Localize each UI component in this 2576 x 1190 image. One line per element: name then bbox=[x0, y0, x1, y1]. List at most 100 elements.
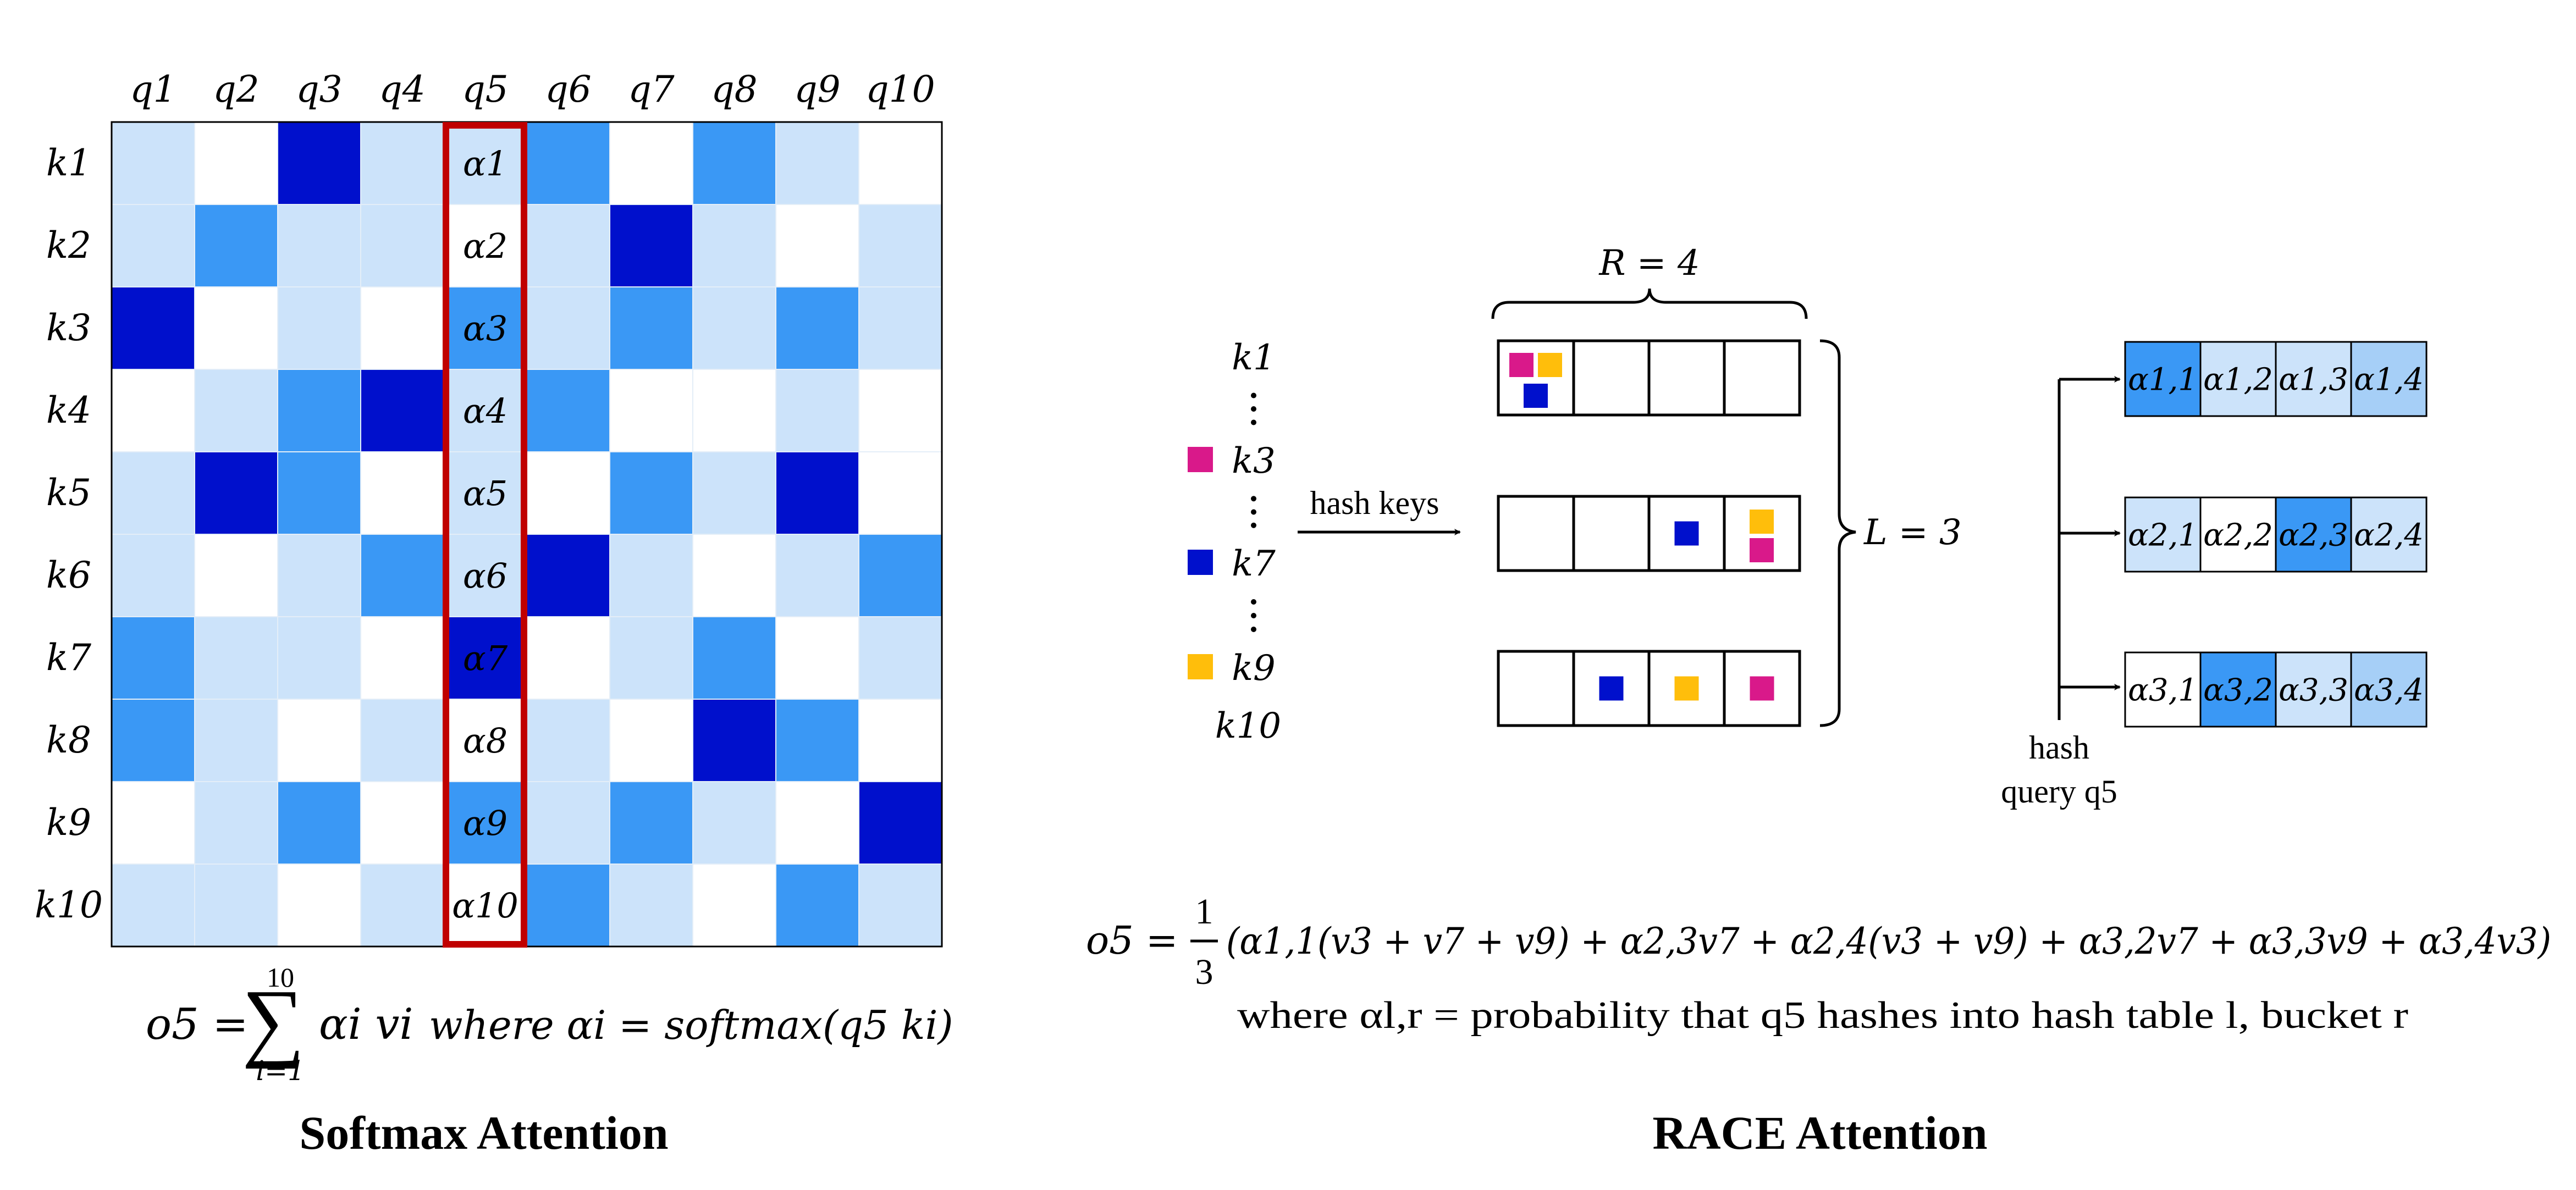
matrix-cell bbox=[360, 699, 444, 782]
matrix-cell bbox=[858, 121, 942, 205]
alpha-cell-label: α1,2 bbox=[2203, 362, 2273, 398]
matrix-cell bbox=[609, 534, 693, 617]
matrix-cell bbox=[277, 781, 361, 865]
alpha-cell bbox=[2350, 341, 2428, 417]
key-label: k8 bbox=[46, 719, 91, 761]
matrix-cell bbox=[609, 451, 693, 535]
l-brace bbox=[1819, 339, 1856, 727]
matrix-cell bbox=[194, 121, 278, 205]
matrix-cell bbox=[775, 534, 859, 617]
yellow-bucket-marker bbox=[1674, 676, 1699, 701]
matrix-cell bbox=[277, 616, 361, 700]
matrix-cell bbox=[526, 451, 610, 535]
matrix-cell bbox=[111, 286, 195, 370]
matrix-cell bbox=[692, 781, 776, 865]
ellipsis-dot bbox=[1251, 509, 1256, 515]
race-key-label: k9 bbox=[1232, 648, 1276, 689]
race-formula-numerator: 1 bbox=[1195, 892, 1213, 932]
matrix-cell bbox=[526, 286, 610, 370]
matrix-cell bbox=[858, 204, 942, 287]
matrix-cell bbox=[692, 369, 776, 452]
matrix-cell bbox=[692, 451, 776, 535]
matrix-cell bbox=[277, 864, 361, 947]
matrix-cell bbox=[360, 534, 444, 617]
matrix-cell bbox=[858, 369, 942, 452]
matrix-cell bbox=[609, 616, 693, 700]
alpha-cell-label: α2,4 bbox=[2354, 518, 2424, 554]
query-label: q10 bbox=[865, 68, 935, 110]
matrix-cell bbox=[194, 864, 278, 947]
matrix-cell bbox=[194, 616, 278, 700]
matrix-cell bbox=[443, 451, 527, 535]
alpha-cell bbox=[2199, 651, 2277, 728]
race-key-label: k3 bbox=[1232, 441, 1276, 481]
matrix-cell bbox=[526, 534, 610, 617]
key-label: k3 bbox=[46, 307, 91, 349]
matrix-cell bbox=[858, 616, 942, 700]
alpha-cell bbox=[2350, 651, 2428, 728]
matrix-cell bbox=[111, 451, 195, 535]
sum-upper-limit: 10 bbox=[267, 962, 294, 993]
race-formula-lhs: o5 = bbox=[1086, 918, 1178, 963]
alpha-cell bbox=[2124, 496, 2202, 573]
hash-bucket bbox=[1497, 495, 1575, 572]
key-label: k7 bbox=[46, 636, 91, 679]
matrix-cell bbox=[277, 286, 361, 370]
alpha-label: α5 bbox=[463, 473, 508, 513]
matrix-cell bbox=[692, 864, 776, 947]
yellow-bucket-marker bbox=[1538, 353, 1562, 377]
key-label: k10 bbox=[35, 884, 103, 926]
matrix-cell bbox=[609, 864, 693, 947]
matrix-cell bbox=[692, 204, 776, 287]
matrix-cell bbox=[609, 204, 693, 287]
query-label: q9 bbox=[794, 68, 840, 110]
matrix-cell bbox=[111, 781, 195, 865]
key-label: k2 bbox=[46, 224, 91, 267]
magenta-bucket-marker bbox=[1750, 538, 1774, 562]
alpha-label: α6 bbox=[463, 556, 508, 596]
race-key-label: k1 bbox=[1232, 337, 1276, 378]
matrix-cell bbox=[360, 451, 444, 535]
matrix-cell bbox=[858, 286, 942, 370]
race-key-label: k7 bbox=[1232, 544, 1276, 584]
matrix-cell bbox=[775, 369, 859, 452]
key-label: k5 bbox=[46, 472, 91, 514]
alpha-label: α7 bbox=[463, 638, 508, 678]
matrix-cell bbox=[775, 451, 859, 535]
matrix-cell bbox=[111, 864, 195, 947]
hash-tables bbox=[1497, 339, 1801, 727]
blue-bucket-marker bbox=[1524, 384, 1548, 408]
query-label: q3 bbox=[296, 68, 342, 110]
softmax-formula-lhs: o5 = bbox=[146, 1000, 249, 1049]
matrix-cell bbox=[609, 121, 693, 205]
hash-bucket bbox=[1572, 339, 1651, 417]
matrix-cell bbox=[194, 286, 278, 370]
alpha-cell-label: α2,2 bbox=[2203, 518, 2273, 554]
alpha-label: α8 bbox=[463, 721, 508, 761]
ellipsis-dot bbox=[1251, 406, 1256, 412]
race-formula: o5 = 1 3 (α1,1(v3 + v7 + v9) + α2,3v7 + … bbox=[1086, 892, 2551, 1037]
matrix-cell bbox=[194, 369, 278, 452]
sum-lower-limit: i=1 bbox=[256, 1055, 305, 1087]
matrix-cell bbox=[858, 699, 942, 782]
yellow-key-marker bbox=[1188, 654, 1213, 679]
matrix-cell bbox=[858, 451, 942, 535]
key-label: k1 bbox=[46, 142, 91, 184]
matrix-cell bbox=[443, 864, 527, 947]
alpha-label: α2 bbox=[463, 226, 508, 266]
matrix-cell bbox=[858, 534, 942, 617]
matrix-cell bbox=[526, 204, 610, 287]
matrix-cell bbox=[775, 781, 859, 865]
matrix-cell bbox=[360, 781, 444, 865]
alpha-label: α4 bbox=[463, 391, 508, 431]
hash-bucket bbox=[1497, 650, 1575, 727]
matrix-cell bbox=[526, 616, 610, 700]
l-label: L = 3 bbox=[1863, 512, 1962, 553]
alpha-cell bbox=[2275, 651, 2352, 728]
blue-bucket-marker bbox=[1674, 521, 1699, 546]
hash-bucket bbox=[1647, 339, 1726, 417]
alpha-cell-label: α3,2 bbox=[2203, 673, 2273, 709]
matrix-cell bbox=[111, 121, 195, 205]
